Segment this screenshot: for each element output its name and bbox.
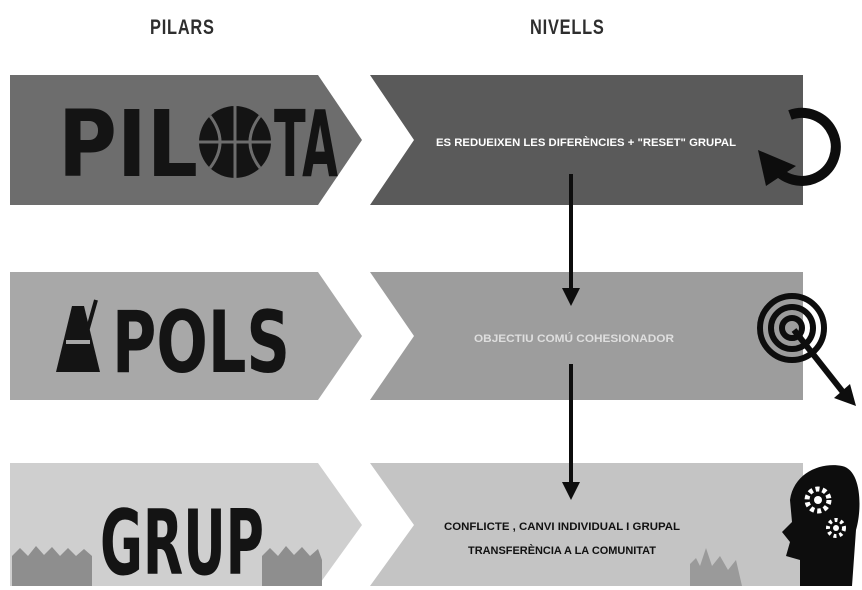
pillar-word-pols: POLS (112, 293, 290, 393)
level-chevron-3 (370, 463, 803, 586)
flow-arrow-2 (562, 364, 580, 500)
level-text-2: OBJECTIU COMÚ COHESIONADOR (474, 332, 674, 345)
pillar-word-pilota-left: PIL (58, 91, 198, 198)
levels-header: NIVELLS (530, 16, 605, 39)
level-text-1: ES REDUEIXEN LES DIFERÈNCIES + "RESET" G… (436, 136, 736, 149)
basketball-icon (199, 106, 271, 178)
level-chevron-2 (370, 272, 803, 400)
head-gears-icon (782, 465, 860, 586)
row-pols: POLS OBJECTIU COMÚ COHESIONADOR (10, 272, 856, 406)
flow-arrow-1 (562, 174, 580, 306)
row-pilota: PIL ES REDUEIXEN LES DIFERÈNCIES + "RESE… (10, 75, 841, 205)
metronome-icon (56, 299, 100, 372)
crowd-silhouette-icon-level (690, 548, 742, 586)
target-dart-icon (757, 293, 856, 406)
refresh-arrow-icon (758, 107, 841, 186)
crowd-silhouette-icon (12, 546, 322, 586)
row-grup: GRUP CONFLICTE , CANVI INDIVIDUAL I GRUP… (10, 463, 860, 590)
level-text-3a: CONFLICTE , CANVI INDIVIDUAL I GRUPAL (444, 521, 680, 533)
pillar-word-pilota-tail: TA (274, 91, 338, 198)
pillar-chevron-pilota (10, 75, 362, 205)
pillar-word-grup: GRUP (100, 491, 264, 590)
level-text-3b: TRANSFERÈNCIA A LA COMUNITAT (468, 544, 656, 557)
level-chevron-1 (370, 75, 803, 205)
pillars-header: PILARS (150, 16, 215, 39)
